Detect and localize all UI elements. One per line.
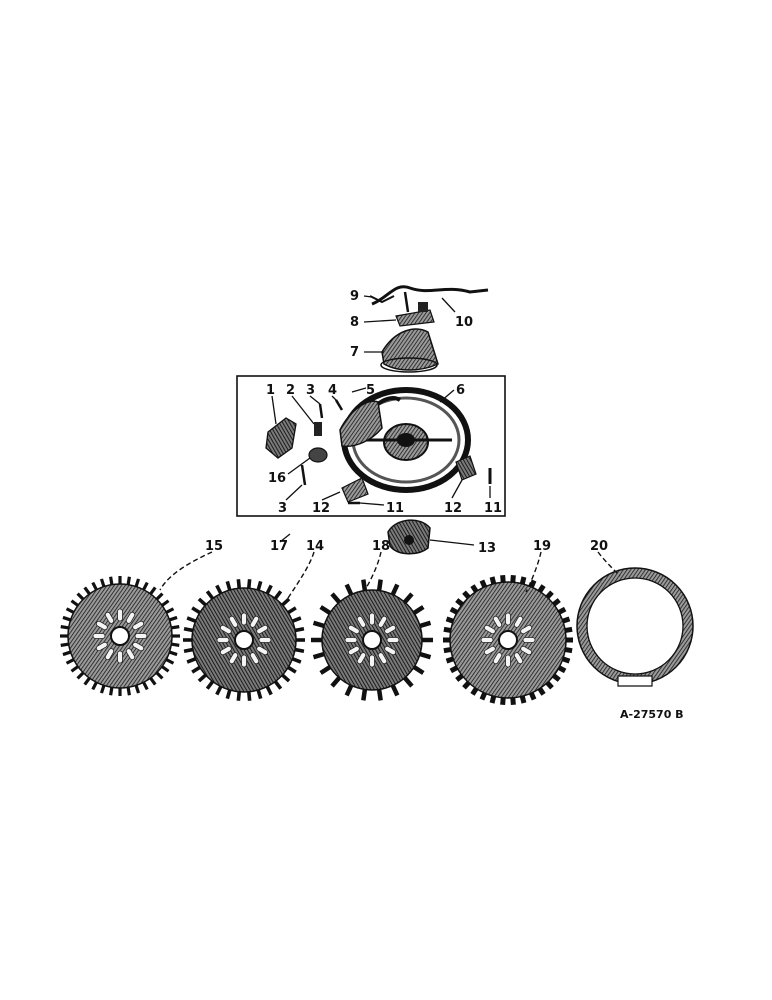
callouts: 9 8 7 10 1 2 3 4 5 6 16 3 12 11 12 11 13… bbox=[205, 289, 684, 721]
callout-16: 16 bbox=[268, 471, 286, 486]
callout-14: 14 bbox=[306, 539, 324, 554]
part-3-pin bbox=[300, 403, 324, 486]
part-12-plate bbox=[341, 455, 477, 503]
callout-20: 20 bbox=[590, 539, 608, 554]
callout-12-right: 12 bbox=[444, 501, 462, 516]
part-5-cutoff bbox=[339, 400, 383, 448]
part-7-cone bbox=[380, 328, 439, 373]
part-18-seed-plate bbox=[311, 579, 433, 701]
leader-lines bbox=[271, 295, 491, 546]
callout-11-right: 11 bbox=[484, 501, 502, 516]
callout-3-bottom: 3 bbox=[278, 501, 287, 516]
callout-2: 2 bbox=[286, 383, 295, 398]
part-11-screw bbox=[348, 468, 492, 505]
part-1-knockout bbox=[265, 417, 297, 459]
part-8-bracket bbox=[395, 302, 435, 327]
part-19-seed-plate bbox=[443, 575, 573, 705]
callout-19: 19 bbox=[533, 539, 551, 554]
part-9-clip bbox=[369, 295, 395, 304]
callout-4: 4 bbox=[328, 383, 337, 398]
callout-12-left: 12 bbox=[312, 501, 330, 516]
part-14-seed-plate bbox=[183, 579, 305, 701]
part-16-washer bbox=[308, 447, 328, 463]
dashed-leaders bbox=[159, 551, 621, 599]
callout-8: 8 bbox=[350, 315, 359, 330]
callout-11-left: 11 bbox=[386, 501, 404, 516]
callout-9: 9 bbox=[350, 289, 359, 304]
part-15-seed-plate bbox=[60, 576, 180, 696]
callout-3-top: 3 bbox=[306, 383, 315, 398]
reference-number: A-27570 B bbox=[620, 708, 684, 721]
callout-17: 17 bbox=[270, 539, 288, 554]
callout-1: 1 bbox=[266, 383, 275, 398]
callout-10: 10 bbox=[455, 315, 473, 330]
part-6-hopper-bottom bbox=[341, 387, 471, 493]
callout-15: 15 bbox=[205, 539, 223, 554]
part-2-spring bbox=[314, 422, 322, 436]
assembly-17-box bbox=[236, 375, 506, 517]
callout-6: 6 bbox=[456, 383, 465, 398]
part-10-rod bbox=[371, 285, 489, 313]
part-13-cap bbox=[387, 519, 431, 555]
callout-7: 7 bbox=[350, 345, 359, 360]
callout-5: 5 bbox=[366, 383, 375, 398]
callout-13: 13 bbox=[478, 541, 496, 556]
part-20-ring bbox=[576, 567, 694, 687]
callout-18: 18 bbox=[372, 539, 390, 554]
